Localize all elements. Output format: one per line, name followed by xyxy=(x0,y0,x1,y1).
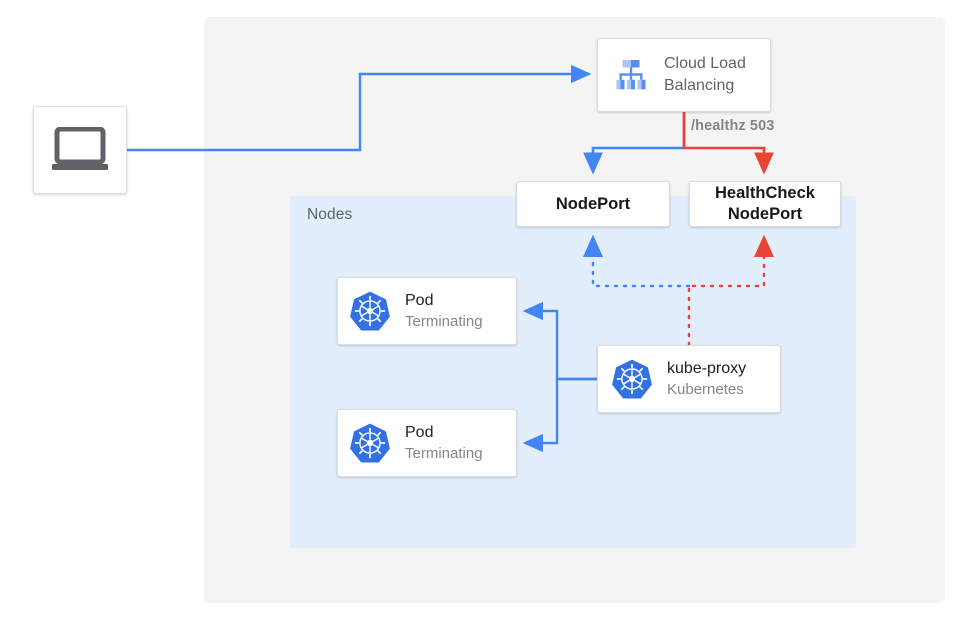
laptop-icon xyxy=(52,127,108,170)
nodes-panel-label: Nodes xyxy=(307,206,353,223)
pod-node-2-text: Pod Terminating xyxy=(405,423,483,464)
kubernetes-icon xyxy=(350,291,390,331)
pod-node-2-title: Pod xyxy=(405,423,434,441)
nodeport-label: NodePort xyxy=(555,194,631,213)
cloud-load-balancing-label-line1: Cloud Load xyxy=(664,55,746,72)
pod-node-1-text: Pod Terminating xyxy=(405,291,483,332)
cloud-load-balancing-icon xyxy=(616,60,646,90)
healthz-edge-label: /healthz 503 xyxy=(691,118,775,134)
cloud-load-balancing-node[interactable]: Cloud Load Balancing xyxy=(597,38,771,112)
kube-proxy-subtitle: Kubernetes xyxy=(667,380,744,398)
pod-node-2-status: Terminating xyxy=(405,444,483,462)
healthcheck-nodeport-label-line2: NodePort xyxy=(727,205,803,223)
nodeport-node[interactable]: NodePort xyxy=(516,181,670,227)
cloud-load-balancing-label: Cloud Load Balancing xyxy=(664,53,746,97)
healthcheck-nodeport-label: HealthCheck NodePort xyxy=(715,183,815,225)
kube-proxy-text: kube-proxy Kubernetes xyxy=(667,359,746,400)
kubernetes-icon xyxy=(350,423,390,463)
pod-node-1-status: Terminating xyxy=(405,312,483,330)
healthcheck-nodeport-node[interactable]: HealthCheck NodePort xyxy=(689,181,841,227)
pod-node-1-title: Pod xyxy=(405,291,434,309)
kube-proxy-title: kube-proxy xyxy=(667,359,747,377)
kube-proxy-node[interactable]: kube-proxy Kubernetes xyxy=(597,345,781,413)
pod-node-1[interactable]: Pod Terminating xyxy=(337,277,517,345)
cloud-load-balancing-label-line2: Balancing xyxy=(664,77,735,94)
kubernetes-icon xyxy=(612,359,652,399)
healthcheck-nodeport-label-line1: HealthCheck xyxy=(715,184,815,202)
client-laptop-node[interactable] xyxy=(33,106,127,194)
pod-node-2[interactable]: Pod Terminating xyxy=(337,409,517,477)
